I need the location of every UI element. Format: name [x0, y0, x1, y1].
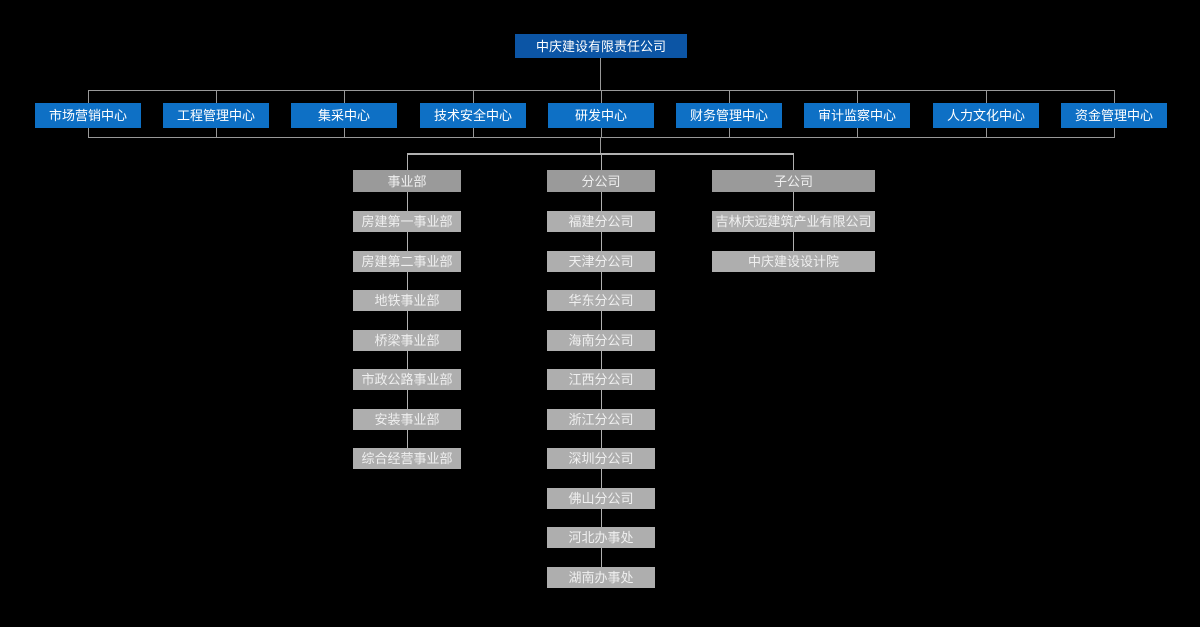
connector-bus-top [88, 90, 1115, 91]
connector-tri-branch [407, 153, 794, 155]
center-box-engineering: 工程管理中心 [163, 90, 269, 138]
org-item: 江西分公司 [547, 350, 655, 390]
connector-bus-bottom [88, 137, 1115, 138]
org-item: 房建第一事业部 [353, 192, 461, 232]
org-item: 中庆建设设计院 [712, 231, 875, 272]
center-box-capital: 资金管理中心 [1061, 90, 1167, 138]
center-box-procurement: 集采中心 [291, 90, 397, 138]
connector-center-drop [600, 138, 601, 153]
org-item: 吉林庆远建筑产业有限公司 [712, 192, 875, 232]
center-box-marketing: 市场营销中心 [35, 90, 141, 138]
org-item: 河北办事处 [547, 508, 655, 548]
org-item: 地铁事业部 [353, 271, 461, 311]
connector-root-drop [600, 58, 601, 90]
org-item: 福建分公司 [547, 192, 655, 232]
center-box-rnd: 研发中心 [548, 90, 654, 138]
group-header-branches: 分公司 [547, 155, 655, 192]
org-root-box: 中庆建设有限责任公司 [515, 34, 687, 58]
org-item: 浙江分公司 [547, 389, 655, 430]
org-item: 综合经营事业部 [353, 429, 461, 469]
group-header-subsidiaries: 子公司 [712, 155, 875, 192]
center-box-finance: 财务管理中心 [676, 90, 782, 138]
org-item: 海南分公司 [547, 310, 655, 351]
center-box-hr-culture: 人力文化中心 [933, 90, 1039, 138]
org-item: 华东分公司 [547, 271, 655, 311]
group-header-business-divisions: 事业部 [353, 155, 461, 192]
org-item: 佛山分公司 [547, 468, 655, 509]
org-item: 天津分公司 [547, 231, 655, 272]
org-item: 深圳分公司 [547, 429, 655, 469]
org-item: 桥梁事业部 [353, 310, 461, 351]
org-item: 湖南办事处 [547, 547, 655, 588]
org-item: 市政公路事业部 [353, 350, 461, 390]
center-box-audit: 审计监察中心 [804, 90, 910, 138]
center-box-tech-safety: 技术安全中心 [420, 90, 526, 138]
org-item: 安装事业部 [353, 389, 461, 430]
org-item: 房建第二事业部 [353, 231, 461, 272]
